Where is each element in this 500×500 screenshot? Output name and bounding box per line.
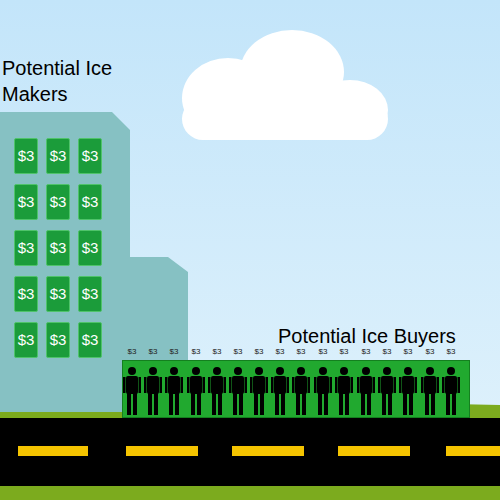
card-price: $3 [82,332,99,348]
money-card: $3 [14,230,38,266]
money-card: $3 [46,276,70,312]
card-price: $3 [18,286,35,302]
card-price: $3 [18,194,35,210]
card-price: $3 [50,286,67,302]
person-figure [314,367,332,415]
person-figure [144,367,162,415]
buyer-price: $3 [340,347,349,357]
person-figure [229,367,247,415]
money-card: $3 [46,138,70,174]
buyer-price: $3 [447,347,456,357]
card-price: $3 [50,148,67,164]
money-card: $3 [78,138,102,174]
money-card: $3 [14,138,38,174]
road [0,418,500,486]
money-card: $3 [14,184,38,220]
cloud [182,30,388,140]
buyer-price: $3 [255,347,264,357]
buyer-price: $3 [170,347,179,357]
person-figure [335,367,353,415]
buyer-price: $3 [234,347,243,357]
card-price: $3 [18,240,35,256]
person-figure [123,367,141,415]
buyer-price: $3 [319,347,328,357]
card-price: $3 [18,148,35,164]
person-figure [442,367,460,415]
buyer-figures [123,361,469,417]
buyer-price: $3 [276,347,285,357]
card-price: $3 [82,148,99,164]
person-figure [357,367,375,415]
money-card: $3 [78,184,102,220]
money-card: $3 [14,276,38,312]
buyer-price: $3 [383,347,392,357]
grass [0,486,500,500]
person-figure [421,367,439,415]
card-price: $3 [82,286,99,302]
card-price: $3 [50,332,67,348]
person-figure [208,367,226,415]
money-card: $3 [46,230,70,266]
person-figure [165,367,183,415]
card-price: $3 [50,240,67,256]
buyers-band: Potential Ice Buyers [122,360,470,418]
road-dashes [18,446,500,456]
band-heading: Potential Ice Buyers [278,324,456,348]
person-figure [292,367,310,415]
buyer-price: $3 [362,347,371,357]
buyer-price: $3 [192,347,201,357]
buyer-price: $3 [149,347,158,357]
person-figure [250,367,268,415]
money-card: $3 [46,322,70,358]
card-price: $3 [82,194,99,210]
card-price: $3 [82,240,99,256]
money-card: $3 [46,184,70,220]
building-heading: Potential Ice Makers [2,55,142,107]
card-price: $3 [18,332,35,348]
person-figure [378,367,396,415]
buyer-price: $3 [404,347,413,357]
money-card: $3 [78,230,102,266]
person-figure [399,367,417,415]
person-figure [271,367,289,415]
buyer-price: $3 [213,347,222,357]
buyer-price: $3 [128,347,137,357]
buyer-price: $3 [426,347,435,357]
card-price: $3 [50,194,67,210]
money-card: $3 [78,276,102,312]
money-card: $3 [14,322,38,358]
money-card: $3 [78,322,102,358]
buyer-price: $3 [297,347,306,357]
person-figure [187,367,205,415]
